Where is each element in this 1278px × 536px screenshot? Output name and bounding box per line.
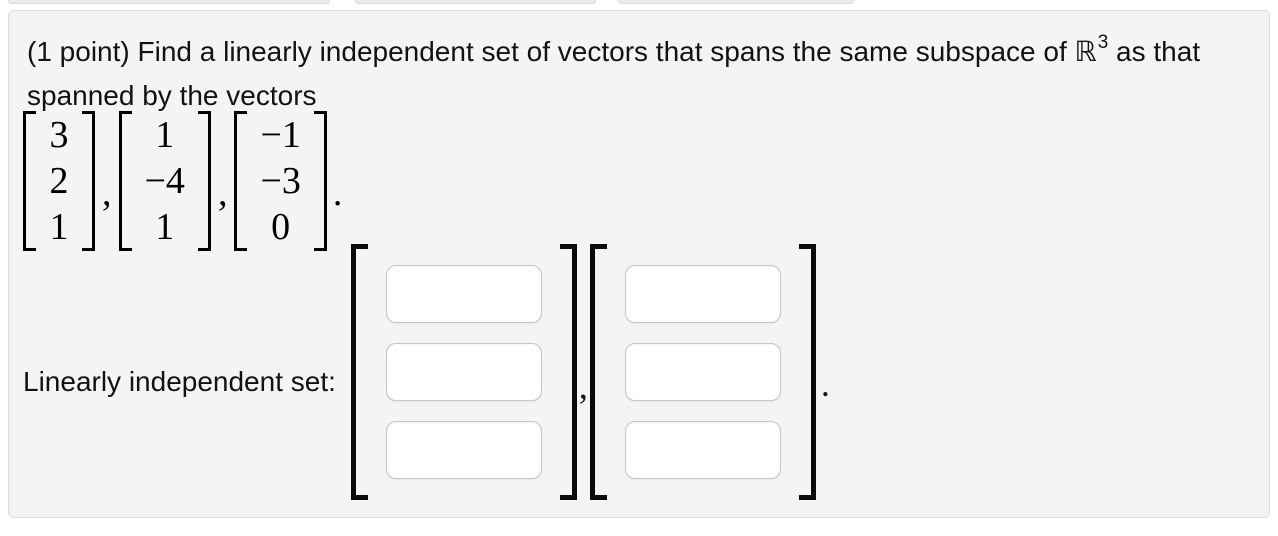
vector-entries: 1 −4 1 bbox=[132, 111, 198, 251]
answer-input-vector1-row2[interactable] bbox=[385, 343, 542, 401]
comma-separator: , bbox=[102, 172, 112, 214]
right-bracket bbox=[197, 111, 211, 251]
right-bracket bbox=[82, 111, 95, 251]
answer-vector-entries bbox=[607, 244, 799, 500]
vector-entry: 1 bbox=[49, 206, 69, 248]
vector-entry: 1 bbox=[155, 206, 175, 248]
top-edge-fragment bbox=[618, 0, 854, 4]
given-vector-3: −1 −3 0 bbox=[234, 111, 327, 251]
vector-entry: 3 bbox=[49, 114, 69, 156]
left-bracket bbox=[118, 111, 132, 251]
right-bracket bbox=[559, 244, 577, 500]
answer-label: Linearly independent set: bbox=[23, 366, 336, 397]
left-bracket bbox=[23, 111, 36, 251]
vector-entry: 0 bbox=[271, 206, 291, 248]
top-edge-fragment bbox=[8, 0, 330, 4]
answer-input-vector2-row1[interactable] bbox=[624, 265, 781, 323]
answer-vector-2 bbox=[589, 244, 816, 500]
top-edge-fragment bbox=[355, 0, 596, 4]
problem-statement: (1 point) Find a linearly independent se… bbox=[27, 32, 1200, 116]
comma-separator: , bbox=[217, 172, 228, 214]
problem-line-2: spanned by the vectors bbox=[27, 80, 317, 111]
answer-vector-entries bbox=[368, 244, 560, 500]
answer-input-vector1-row1[interactable] bbox=[385, 265, 542, 323]
vector-entries: 3 2 1 bbox=[36, 111, 82, 251]
prompt-prefix: (1 point) Find a linearly independent se… bbox=[27, 36, 1075, 67]
left-bracket bbox=[589, 244, 607, 500]
prompt-suffix: as that bbox=[1108, 36, 1201, 67]
problem-line-1: (1 point) Find a linearly independent se… bbox=[27, 32, 1200, 76]
vector-entry: 1 bbox=[155, 114, 175, 156]
given-vector-1: 3 2 1 bbox=[23, 111, 95, 251]
answer-input-vector1-row3[interactable] bbox=[385, 421, 542, 479]
answer-vector-1 bbox=[350, 244, 577, 500]
left-bracket bbox=[234, 111, 248, 251]
right-bracket bbox=[798, 244, 816, 500]
vector-entry: −4 bbox=[144, 160, 185, 202]
given-vector-2: 1 −4 1 bbox=[118, 111, 211, 251]
real-numbers-symbol: ℝ bbox=[1074, 35, 1097, 68]
vector-entries: −1 −3 0 bbox=[247, 111, 313, 251]
answer-input-vector2-row2[interactable] bbox=[624, 343, 781, 401]
period: . bbox=[332, 172, 343, 214]
problem-panel: (1 point) Find a linearly independent se… bbox=[8, 10, 1270, 518]
vector-entry: −3 bbox=[260, 160, 301, 202]
answer-input-vector2-row3[interactable] bbox=[624, 421, 781, 479]
exponent: 3 bbox=[1097, 32, 1109, 53]
right-bracket bbox=[313, 111, 327, 251]
period: . bbox=[820, 364, 830, 404]
comma-separator: , bbox=[578, 366, 588, 406]
answer-area: Linearly independent set: , . bbox=[23, 244, 830, 500]
left-bracket bbox=[350, 244, 368, 500]
vector-entry: 2 bbox=[49, 160, 69, 202]
given-vectors: 3 2 1 , 1 −4 1 , −1 −3 0 . bbox=[23, 111, 342, 251]
vector-entry: −1 bbox=[260, 114, 301, 156]
